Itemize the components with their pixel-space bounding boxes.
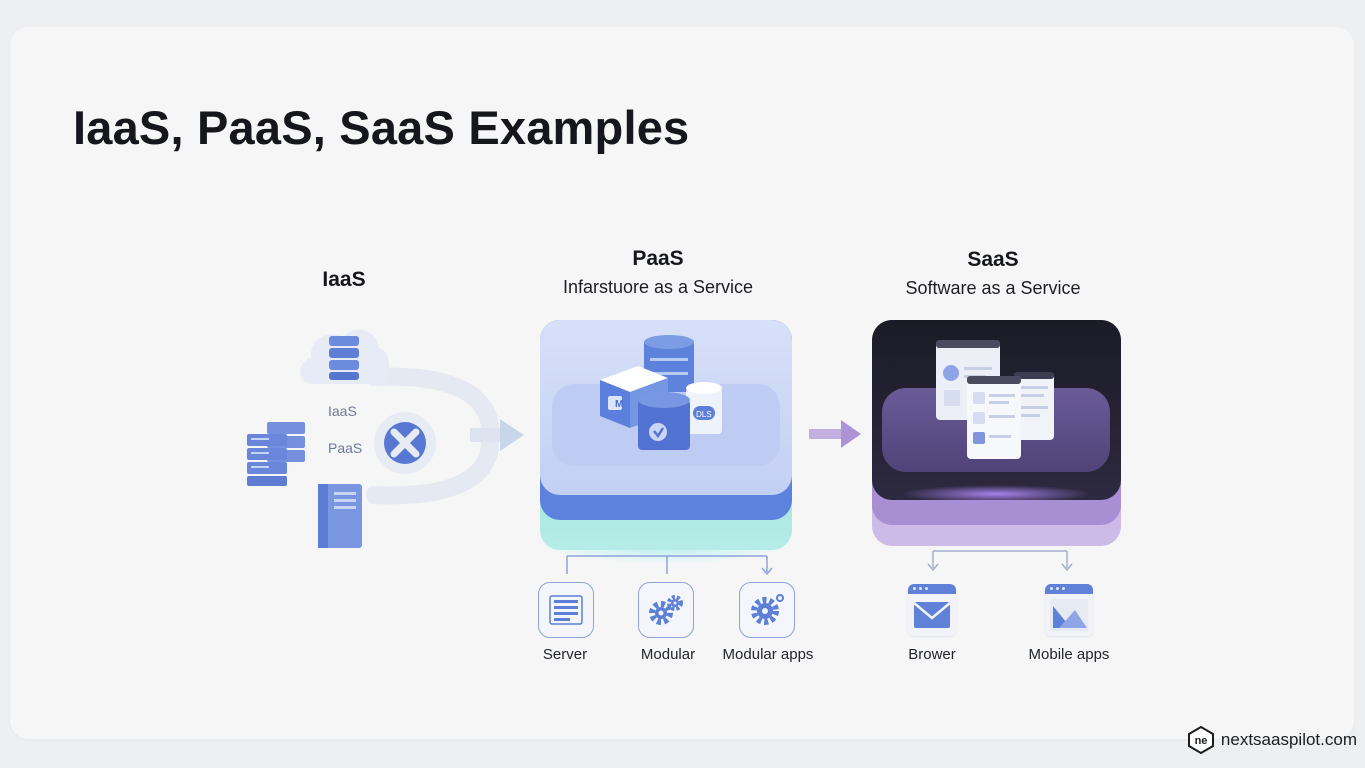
saas-header: SaaS Software as a Service — [843, 248, 1143, 299]
iaas-inner-label: IaaS — [328, 403, 357, 419]
paas-item-modular[interactable] — [638, 582, 694, 638]
server-stack-icon — [247, 422, 305, 486]
cube-badge-m: M — [615, 399, 623, 410]
paas-to-saas-arrow — [809, 420, 861, 448]
paas-item-modular-apps-label: Modular apps — [722, 646, 814, 663]
gears-icon — [649, 595, 683, 625]
server-rack-icon — [549, 595, 583, 625]
page-title: IaaS, PaaS, SaaS Examples — [73, 101, 690, 154]
paas-item-server[interactable] — [538, 582, 594, 638]
cloud-database-icon — [299, 329, 390, 384]
brand-watermark[interactable]: ne nextsaaspilot.com — [1187, 726, 1357, 754]
saas-subtitle: Software as a Service — [905, 278, 1081, 298]
brand-site: nextsaaspilot.com — [1220, 730, 1357, 749]
paas-item-server-label: Server — [542, 646, 588, 663]
paas-title: PaaS — [632, 247, 684, 270]
paas-item-modular-label: Modular — [640, 646, 696, 663]
iaas-title: IaaS — [322, 268, 366, 291]
paas-connector-lines — [566, 555, 773, 576]
logo-text: ne — [1195, 735, 1208, 747]
mail-window-icon — [913, 602, 951, 628]
saas-item-browser-label: Brower — [908, 646, 956, 663]
paas-platform-illustration: M DLS — [535, 320, 795, 564]
image-window-icon — [1050, 599, 1088, 631]
tower-server-icon — [318, 484, 362, 548]
window-bar — [1045, 584, 1093, 594]
saas-title: SaaS — [967, 248, 1019, 271]
saas-software-illustration — [872, 320, 1121, 546]
paas-header: PaaS Infarstuore as a Service — [508, 247, 808, 298]
paas-inner-label: PaaS — [328, 440, 363, 456]
saas-item-mobile-apps[interactable] — [1045, 584, 1093, 636]
iaas-header: IaaS — [194, 268, 494, 292]
saas-item-browser[interactable] — [908, 584, 956, 636]
gear-icon — [751, 594, 784, 625]
saas-item-mobile-apps-label: Mobile apps — [1028, 646, 1110, 663]
paas-subtitle: Infarstuore as a Service — [562, 277, 754, 297]
saas-connector-lines — [927, 550, 1073, 572]
cross-circle-icon — [374, 412, 436, 474]
cylinder-badge-dls: DLS — [696, 410, 712, 419]
paas-item-modular-apps[interactable] — [739, 582, 795, 638]
nextsaaspilot-logo: ne — [1187, 726, 1214, 754]
iaas-flow-arrows — [366, 367, 524, 505]
window-bar — [908, 584, 956, 594]
